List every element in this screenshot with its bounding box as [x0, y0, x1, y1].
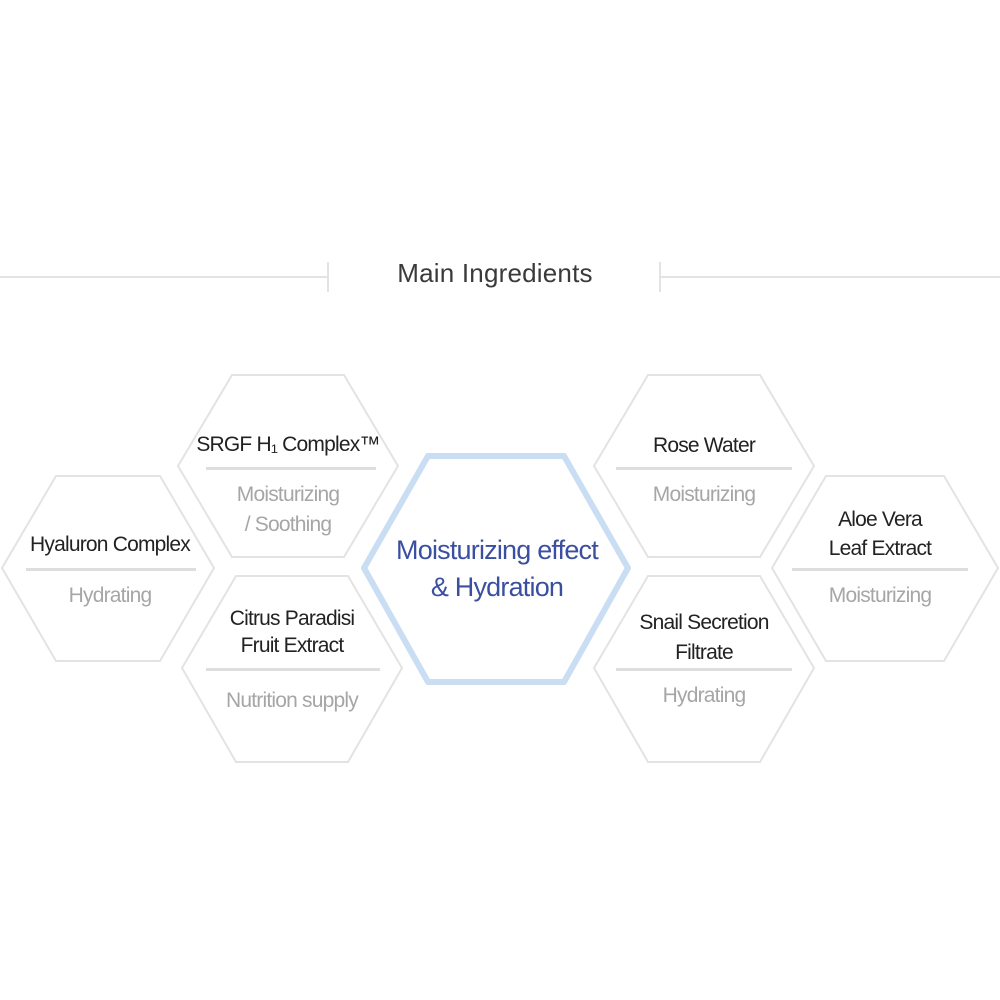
header-tick-left [327, 262, 329, 292]
header-line-left [0, 276, 328, 278]
center-line-1: Moisturizing effect [396, 535, 599, 565]
center-summary: Moisturizing effect & Hydration [372, 532, 622, 606]
ingredient-name: Hyaluron Complex [30, 533, 191, 556]
ingredient-effect: Hydrating [662, 684, 746, 707]
ingredient-divider [26, 568, 196, 571]
ingredient-divider [792, 568, 968, 571]
hexagon-srgf-complex [176, 374, 400, 558]
ingredient-name: Aloe Vera [838, 508, 923, 531]
hexagon-aloe-vera [770, 475, 1000, 662]
ingredient-name: SRGF H₁ Complex™ [196, 433, 380, 456]
ingredient-divider [206, 467, 376, 470]
ingredient-divider [616, 467, 792, 470]
ingredient-name: Snail Secretion [639, 611, 769, 634]
ingredient-effect: Hydrating [68, 584, 152, 607]
header-line-right [660, 276, 1000, 278]
ingredient-divider [616, 668, 792, 671]
ingredient-name: Leaf Extract [828, 537, 932, 560]
hexagon-rose-water [592, 374, 816, 558]
ingredient-name: Rose Water [652, 434, 756, 457]
hexagon-snail-secretion [592, 575, 816, 763]
ingredient-effect: Nutrition supply [226, 689, 359, 712]
ingredient-effect: / Soothing [244, 513, 332, 536]
hexagon-center [361, 453, 631, 685]
ingredient-name: Filtrate [675, 641, 734, 664]
ingredient-name: Citrus Paradisi [229, 607, 355, 630]
page-title: Main Ingredients [397, 258, 593, 288]
center-line-2: & Hydration [430, 572, 564, 602]
hexagon-citrus-paradisi [180, 575, 404, 763]
ingredient-divider [206, 668, 380, 671]
ingredient-effect: Moisturizing [236, 483, 340, 506]
ingredient-effect: Moisturizing [828, 584, 932, 607]
hexagon-hyaluron-complex [0, 475, 216, 662]
ingredient-name: Fruit Extract [240, 634, 345, 657]
ingredient-effect: Moisturizing [652, 483, 756, 506]
